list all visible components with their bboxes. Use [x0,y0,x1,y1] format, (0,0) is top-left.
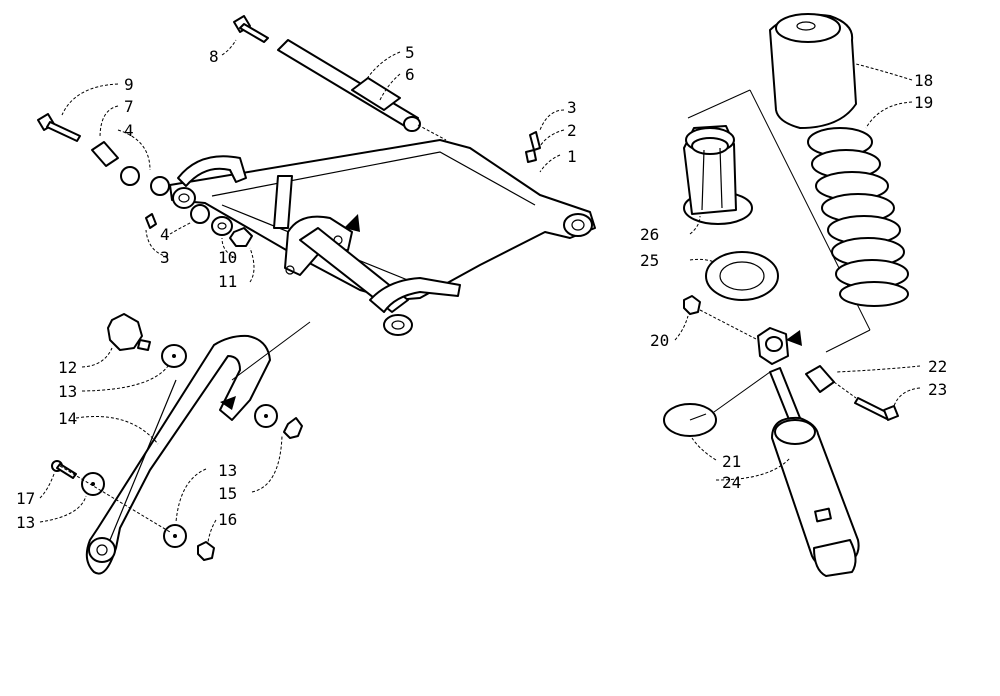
callout-9: 9 [124,75,134,94]
callout-13-middle: 13 [218,461,237,480]
callout-18: 18 [914,71,933,90]
callout-16: 16 [218,510,237,529]
callout-6: 6 [405,65,415,84]
callout-19: 19 [914,93,933,112]
callout-13-upper: 13 [58,382,77,401]
callout-21: 21 [722,452,741,471]
callout-3-lower: 3 [160,248,170,267]
shock-absorber-group [663,13,909,577]
callout-2: 2 [567,121,577,140]
callout-labels: 8 5 6 9 7 4 3 2 1 4 3 10 11 12 13 14 13 … [16,43,947,532]
callout-13-lower: 13 [16,513,35,532]
callout-14: 14 [58,409,77,428]
callout-10: 10 [218,248,237,267]
callout-23: 23 [928,380,947,399]
callout-1: 1 [567,147,577,166]
callout-25: 25 [640,251,659,270]
spring [807,127,909,307]
callout-15: 15 [218,484,237,503]
callout-24: 24 [722,473,741,492]
callout-7: 7 [124,97,134,116]
callout-20: 20 [650,331,669,350]
callout-leaders [39,39,921,543]
left-bushing-group [37,113,541,247]
swing-arm-assembly [169,139,596,336]
callout-8: 8 [209,47,219,66]
callout-17: 17 [16,489,35,508]
callout-5: 5 [405,43,415,62]
callout-22: 22 [928,357,947,376]
limiter-strap-group [51,313,311,575]
callout-3-upper: 3 [567,98,577,117]
callout-26: 26 [640,225,659,244]
pivot-shaft-group [233,15,447,141]
callout-12: 12 [58,358,77,377]
callout-11: 11 [218,272,237,291]
callout-4-lower: 4 [160,225,170,244]
callout-4-upper: 4 [124,121,134,140]
